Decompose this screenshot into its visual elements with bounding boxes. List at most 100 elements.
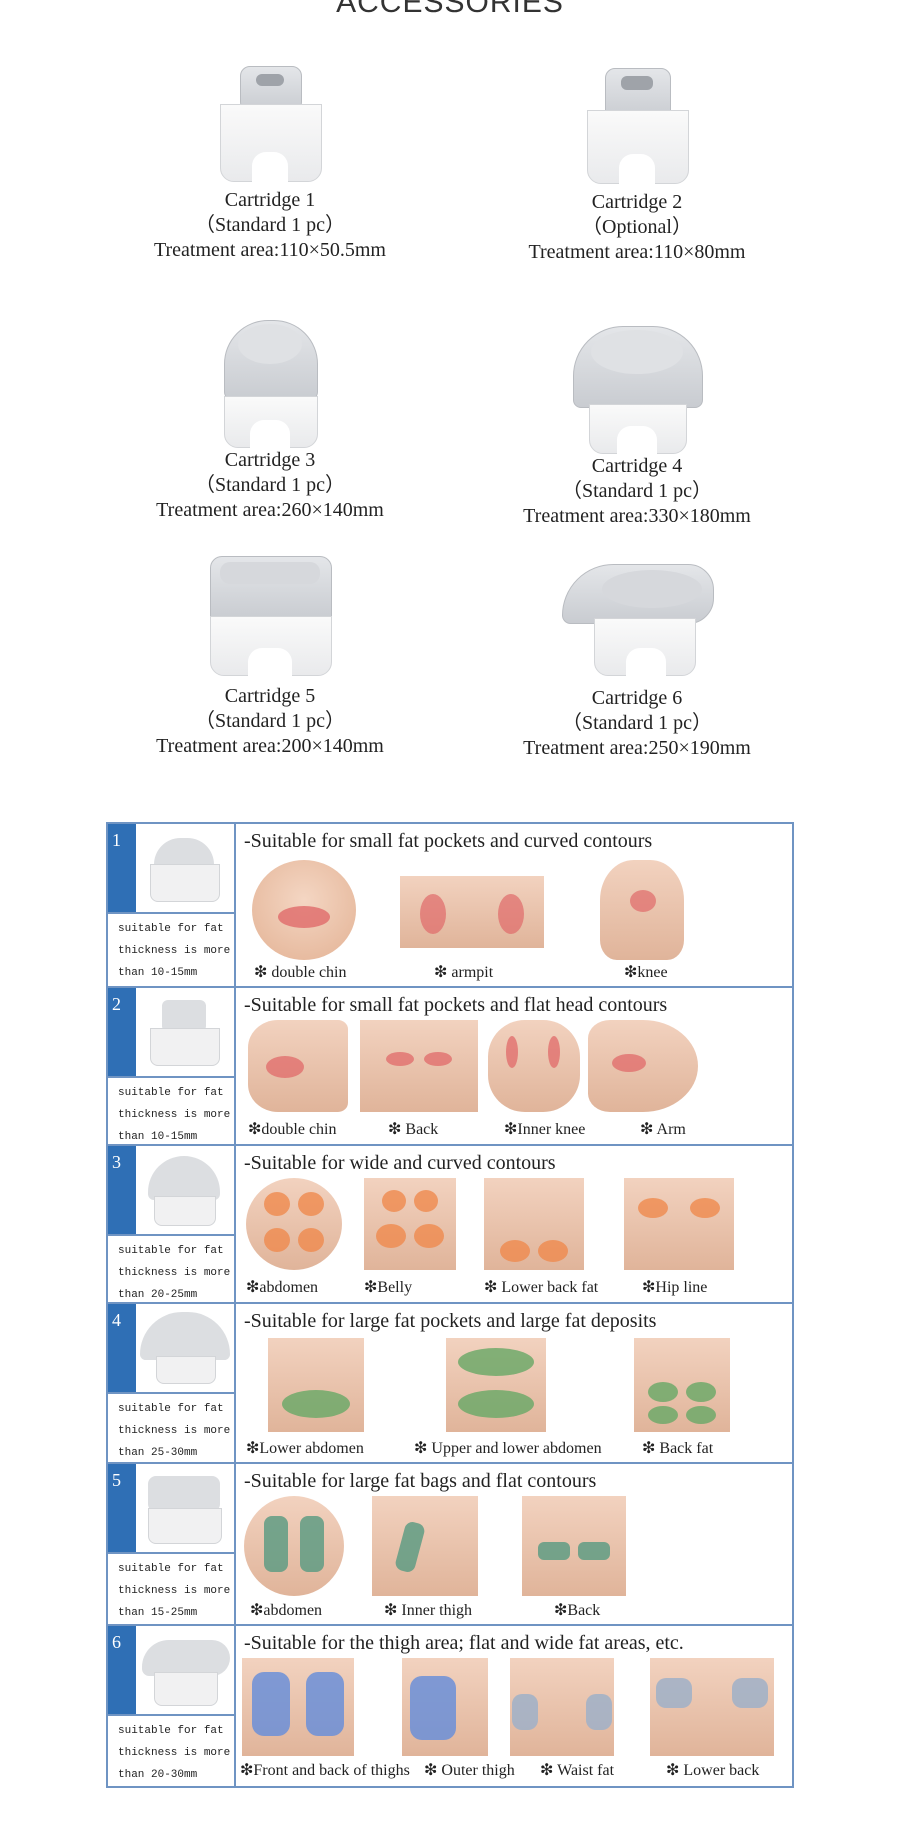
note-line: thickness is more — [118, 1425, 231, 1437]
cartridge-4-image — [573, 326, 703, 454]
fat-thickness-note: suitable for fat thickness is more than … — [108, 1234, 234, 1302]
area-caption: ❇ Back fat — [642, 1440, 714, 1457]
cartridge-5: Cartridge 5 （Standard 1 pc） Treatment ar… — [105, 556, 435, 759]
row-left-cell: 1 suitable for fat thickness is more tha… — [108, 824, 236, 986]
row-right-cell: -Suitable for large fat pockets and larg… — [238, 1304, 792, 1462]
cartridge-3-qty: （Standard 1 pc） — [195, 474, 345, 496]
thighs-image — [242, 1658, 354, 1756]
note-line: thickness is more — [118, 1585, 231, 1597]
area-caption: ❇ Upper and lower abdomen — [414, 1440, 602, 1457]
area-caption: ❇ Inner thigh — [384, 1602, 473, 1619]
row-right-cell: -Suitable for small fat pockets and curv… — [238, 824, 792, 986]
area-caption: ❇Inner knee — [504, 1121, 586, 1138]
note-line: suitable for fat — [118, 1087, 224, 1099]
cartridge-thumbnail — [136, 1304, 234, 1392]
row-heading: -Suitable for large fat bags and flat co… — [244, 1470, 597, 1492]
cartridge-3-image — [210, 320, 330, 448]
note-line: thickness is more — [118, 1267, 231, 1279]
row-number: 4 — [108, 1304, 136, 1392]
row-heading: -Suitable for large fat pockets and larg… — [244, 1310, 657, 1332]
fat-thickness-note: suitable for fat thickness is more than … — [108, 912, 234, 986]
area-caption: ❇ Arm — [640, 1121, 686, 1138]
cartridge-1: Cartridge 1 （Standard 1 pc） Treatment ar… — [105, 60, 435, 263]
lower-abdomen-image — [268, 1338, 364, 1432]
row-left-cell: 4 suitable for fat thickness is more tha… — [108, 1304, 236, 1462]
cartridge-2-area: Treatment area:110×80mm — [528, 241, 746, 263]
cartridge-3-area: Treatment area:260×140mm — [156, 499, 384, 521]
arm-image — [588, 1020, 698, 1112]
back-image — [360, 1020, 478, 1112]
area-caption: ❇abdomen — [250, 1602, 323, 1619]
inner-thigh-image — [372, 1496, 478, 1596]
row-right-cell: -Suitable for the thigh area; flat and w… — [238, 1626, 792, 1786]
cartridge-6-image — [562, 558, 714, 686]
area-caption: ❇knee — [624, 964, 668, 981]
fat-thickness-note: suitable for fat thickness is more than … — [108, 1392, 234, 1462]
cartridge-thumbnail — [136, 1464, 234, 1552]
area-caption: ❇ Lower back fat — [484, 1279, 599, 1296]
area-caption: ❇ Outer thigh — [424, 1762, 515, 1779]
area-caption: ❇Belly — [364, 1279, 413, 1296]
note-line: thickness is more — [118, 1747, 231, 1759]
table-row: 6 suitable for fat thickness is more tha… — [108, 1626, 792, 1786]
cartridge-6-name: Cartridge 6 — [591, 687, 683, 709]
cartridge-1-name: Cartridge 1 — [224, 189, 316, 211]
cartridge-2-name: Cartridge 2 — [591, 191, 683, 213]
row-heading: -Suitable for the thigh area; flat and w… — [244, 1632, 684, 1654]
cartridge-5-area: Treatment area:200×140mm — [156, 735, 384, 757]
row-number: 1 — [108, 824, 136, 912]
cartridge-2-image — [577, 62, 697, 190]
cartridge-thumbnail — [136, 988, 234, 1076]
cartridge-1-qty: （Standard 1 pc） — [195, 214, 345, 236]
hip-line-image — [624, 1178, 734, 1270]
fat-thickness-note: suitable for fat thickness is more than … — [108, 1076, 234, 1144]
area-caption: ❇ Back — [388, 1121, 439, 1138]
area-caption: ❇double chin — [248, 1121, 337, 1138]
row-number: 2 — [108, 988, 136, 1076]
row-left-cell: 3 suitable for fat thickness is more tha… — [108, 1146, 236, 1302]
area-caption: ❇ Waist fat — [540, 1762, 615, 1779]
armpit-image — [400, 876, 544, 948]
row-right-cell: -Suitable for large fat bags and flat co… — [238, 1464, 792, 1624]
area-caption: ❇Hip line — [642, 1279, 708, 1296]
knee-image — [600, 860, 684, 960]
cartridge-1-image — [210, 60, 330, 188]
area-caption: ❇Lower abdomen — [246, 1440, 364, 1457]
area-caption: ❇abdomen — [246, 1279, 319, 1296]
row-heading: -Suitable for wide and curved contours — [244, 1152, 556, 1174]
waist-fat-image — [510, 1658, 614, 1756]
row-right-cell: -Suitable for wide and curved contours — [238, 1146, 792, 1302]
cartridge-4-qty: （Standard 1 pc） — [562, 480, 712, 502]
cartridge-2: Cartridge 2 （Optional） Treatment area:11… — [472, 62, 802, 265]
row-heading: -Suitable for small fat pockets and flat… — [244, 994, 668, 1016]
fat-thickness-note: suitable for fat thickness is more than … — [108, 1714, 234, 1786]
area-caption: ❇Back — [554, 1602, 601, 1619]
double-chin-side-image — [248, 1020, 348, 1112]
area-caption: ❇ Lower back — [666, 1762, 760, 1779]
row-left-cell: 2 suitable for fat thickness is more tha… — [108, 988, 236, 1144]
note-line: thickness is more — [118, 945, 231, 957]
area-caption: ❇ armpit — [434, 964, 494, 981]
row-right-cell: -Suitable for small fat pockets and flat… — [238, 988, 792, 1144]
cartridge-5-image — [210, 556, 332, 684]
row-heading: -Suitable for small fat pockets and curv… — [244, 830, 653, 852]
belly-image — [364, 1178, 456, 1270]
cartridge-4-name: Cartridge 4 — [591, 455, 683, 477]
back-fat-image — [634, 1338, 730, 1432]
note-line: than 25-30mm — [118, 1447, 198, 1459]
row-left-cell: 6 suitable for fat thickness is more tha… — [108, 1626, 236, 1786]
note-line: suitable for fat — [118, 1563, 224, 1575]
note-line: suitable for fat — [118, 923, 224, 935]
cartridge-3-name: Cartridge 3 — [224, 449, 316, 471]
row-number: 6 — [108, 1626, 136, 1714]
cartridge-6: Cartridge 6 （Standard 1 pc） Treatment ar… — [472, 558, 802, 761]
note-line: thickness is more — [118, 1109, 231, 1121]
cartridge-6-qty: （Standard 1 pc） — [562, 712, 712, 734]
table-row: 5 suitable for fat thickness is more tha… — [108, 1464, 792, 1626]
note-line: suitable for fat — [118, 1245, 224, 1257]
note-line: than 20-25mm — [118, 1289, 198, 1301]
abdomen-flat-image — [244, 1496, 344, 1596]
row-left-cell: 5 suitable for fat thickness is more tha… — [108, 1464, 236, 1624]
area-caption: ❇ double chin — [254, 964, 347, 981]
table-row: 3 suitable for fat thickness is more tha… — [108, 1146, 792, 1304]
